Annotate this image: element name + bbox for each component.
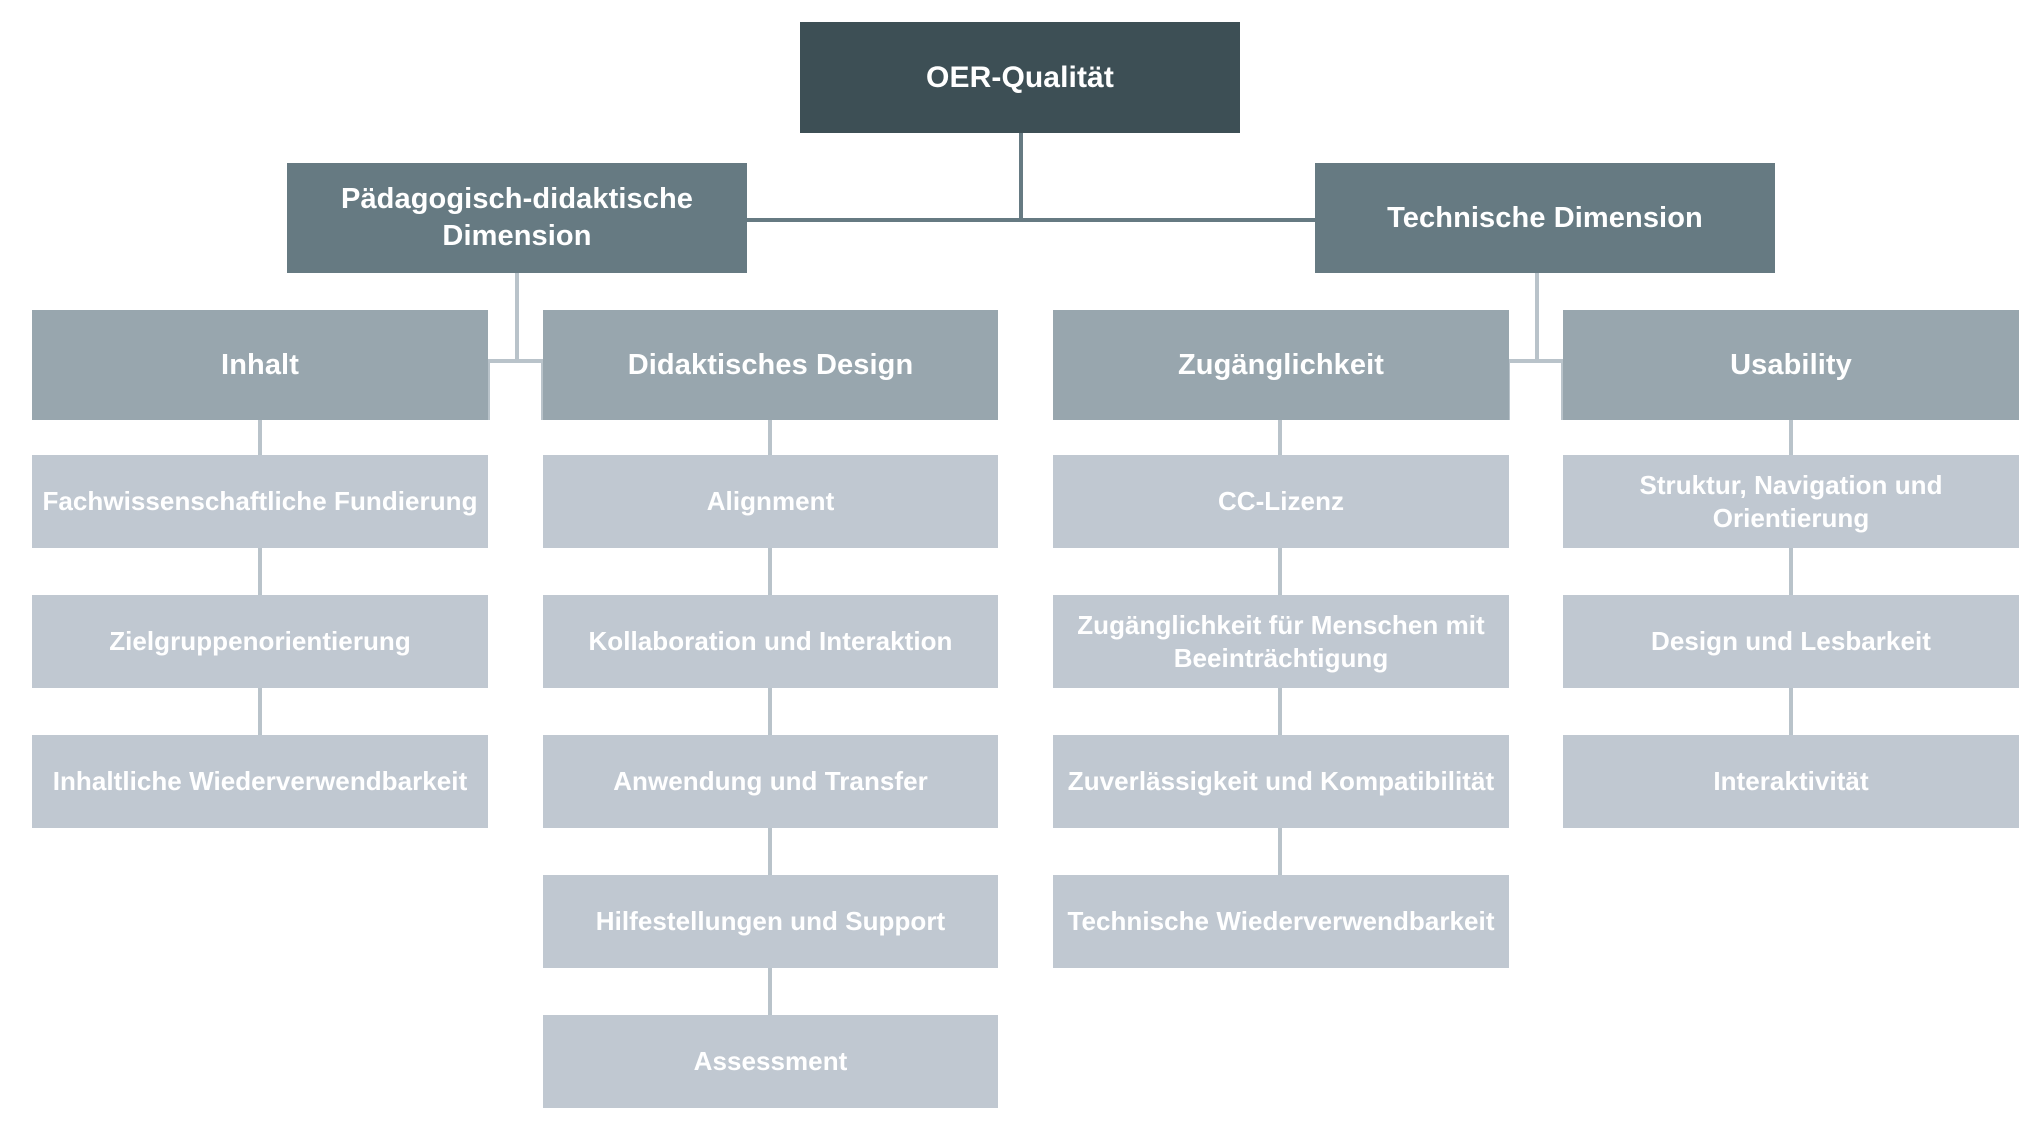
node-criterion-interaktivitaet[interactable]: Interaktivität	[1563, 735, 2019, 828]
node-label: Kollaboration und Interaktion	[588, 626, 953, 657]
node-label: Interaktivität	[1713, 766, 1869, 797]
node-label: Alignment	[706, 486, 835, 517]
node-label: OER-Qualität	[926, 60, 1114, 94]
node-technische-dimension[interactable]: Technische Dimension	[1315, 163, 1775, 273]
connector-paed-to-inhalt	[486, 359, 490, 420]
node-label: Inhalt	[221, 348, 299, 381]
node-label: Pädagogisch-didaktische Dimension	[341, 183, 693, 252]
connector-dimension-bus	[747, 218, 1315, 222]
node-label: Didaktisches Design	[627, 348, 914, 381]
node-criterion-cc-lizenz[interactable]: CC-Lizenz	[1053, 455, 1509, 548]
node-label: Zugänglichkeit	[1177, 348, 1385, 381]
node-label: Technische Wiederverwendbarkeit	[1067, 906, 1495, 937]
node-label: Zielgruppenorientierung	[109, 626, 411, 657]
node-criterion-anwendung-und-transfer[interactable]: Anwendung und Transfer	[543, 735, 998, 828]
node-criterion-assessment[interactable]: Assessment	[543, 1015, 998, 1108]
node-criterion-technische-wiederverwendbarkeit[interactable]: Technische Wiederverwendbarkeit	[1053, 875, 1509, 968]
node-criterion-hilfestellungen-und-support[interactable]: Hilfestellungen und Support	[543, 875, 998, 968]
connector-tech-category-bus	[1508, 359, 1563, 363]
connector-paed-category-bus	[488, 359, 543, 363]
node-category-usability[interactable]: Usability	[1563, 310, 2019, 420]
node-category-didaktisches-design[interactable]: Didaktisches Design	[543, 310, 998, 420]
node-criterion-alignment[interactable]: Alignment	[543, 455, 998, 548]
node-criterion-inhaltliche-wiederverwendbarkeit[interactable]: Inhaltliche Wiederverwendbarkeit	[32, 735, 488, 828]
node-label: Assessment	[693, 1046, 848, 1077]
connector-root-vertical	[1019, 133, 1023, 222]
node-criterion-fachwissenschaftliche-fundierung[interactable]: Fachwissenschaftliche Fundierung	[32, 455, 488, 548]
node-label: Zugänglichkeit für Menschen mit Beeinträ…	[1077, 609, 1485, 673]
node-label: Technische Dimension	[1387, 201, 1703, 234]
node-criterion-design-und-lesbarkeit[interactable]: Design und Lesbarkeit	[1563, 595, 2019, 688]
node-label: Design und Lesbarkeit	[1651, 626, 1931, 657]
node-label: CC-Lizenz	[1217, 486, 1345, 517]
node-criterion-zugaenglichkeit-fuer-menschen-mit-beeintraechtigung[interactable]: Zugänglichkeit für Menschen mit Beeinträ…	[1053, 595, 1509, 688]
node-label: Hilfestellungen und Support	[595, 906, 946, 937]
node-paedagogisch-didaktische-dimension[interactable]: Pädagogisch-didaktische Dimension	[287, 163, 747, 273]
node-criterion-zielgruppenorientierung[interactable]: Zielgruppenorientierung	[32, 595, 488, 688]
node-label: Usability	[1730, 348, 1852, 381]
node-label: Fachwissenschaftliche Fundierung	[42, 486, 478, 517]
node-criterion-zuverlaessigkeit-und-kompatibilitaet[interactable]: Zuverlässigkeit und Kompatibilität	[1053, 735, 1509, 828]
connector-paed-vertical	[515, 273, 519, 363]
node-label: Zuverlässigkeit und Kompatibilität	[1067, 766, 1495, 797]
node-category-zugaenglichkeit[interactable]: Zugänglichkeit	[1053, 310, 1509, 420]
node-label: Anwendung und Transfer	[613, 766, 928, 797]
node-category-inhalt[interactable]: Inhalt	[32, 310, 488, 420]
connector-column-zugaenglichkeit	[1278, 420, 1282, 957]
node-oer-qualitaet[interactable]: OER-Qualität	[800, 22, 1240, 133]
node-criterion-kollaboration-und-interaktion[interactable]: Kollaboration und Interaktion	[543, 595, 998, 688]
node-label: Struktur, Navigation und Orientierung	[1639, 469, 1943, 533]
node-label: Inhaltliche Wiederverwendbarkeit	[52, 766, 468, 797]
connector-tech-vertical	[1535, 273, 1539, 363]
node-criterion-struktur-navigation-und-orientierung[interactable]: Struktur, Navigation und Orientierung	[1563, 455, 2019, 548]
